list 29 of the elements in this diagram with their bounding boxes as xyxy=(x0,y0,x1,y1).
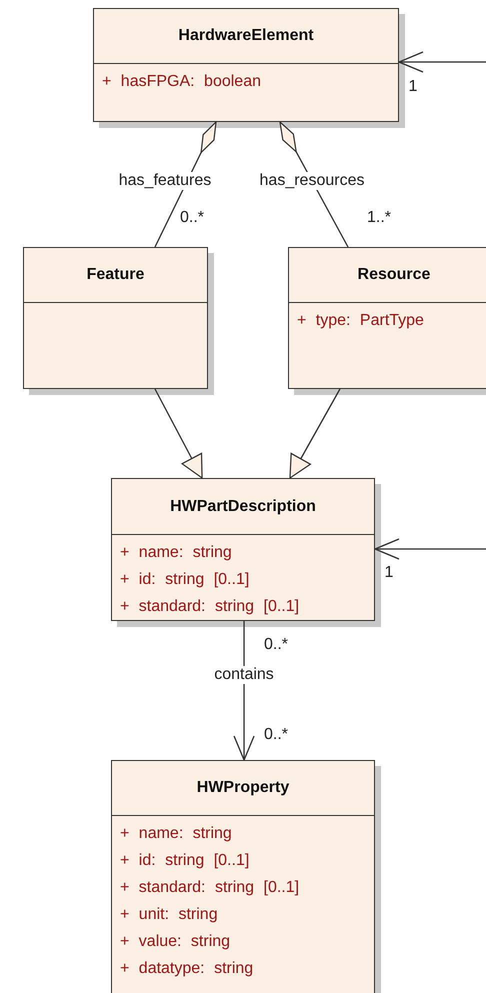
class-name: HWProperty xyxy=(196,779,290,797)
association-arrow xyxy=(398,51,486,73)
attribute: + type: PartType xyxy=(297,311,425,331)
attribute: + id: string [0..1] xyxy=(120,570,250,590)
class-name: HWPartDescription xyxy=(170,498,316,516)
class-name: Resource xyxy=(358,266,430,284)
multiplicity-label: 1..* xyxy=(367,209,391,227)
inheritance-arrow xyxy=(289,388,340,479)
attribute: + hasFPGA: boolean xyxy=(102,72,262,92)
edge-label: contains xyxy=(212,666,276,684)
multiplicity-label: 1 xyxy=(408,78,418,96)
inheritance-arrow xyxy=(154,388,203,479)
multiplicity-label: 0..* xyxy=(264,636,288,654)
attribute: + id: string [0..1] xyxy=(120,851,250,871)
association-arrow xyxy=(374,538,486,560)
attribute: + name: string xyxy=(120,543,233,563)
multiplicity-label: 0..* xyxy=(180,209,204,227)
class-name: Feature xyxy=(86,266,144,284)
attribute: + value: string xyxy=(120,932,232,952)
attribute: + standard: string [0..1] xyxy=(120,597,300,617)
class-name: HardwareElement xyxy=(178,27,314,45)
attribute: + name: string xyxy=(120,824,233,844)
multiplicity-label: 1 xyxy=(384,564,394,582)
edge-label: has_resources xyxy=(258,172,366,190)
edge-label: has_features xyxy=(116,172,214,190)
attribute: + unit: string xyxy=(120,905,219,925)
attribute: + standard: string [0..1] xyxy=(120,878,300,898)
attribute: + datatype: string xyxy=(120,959,254,979)
multiplicity-label: 0..* xyxy=(264,726,288,744)
